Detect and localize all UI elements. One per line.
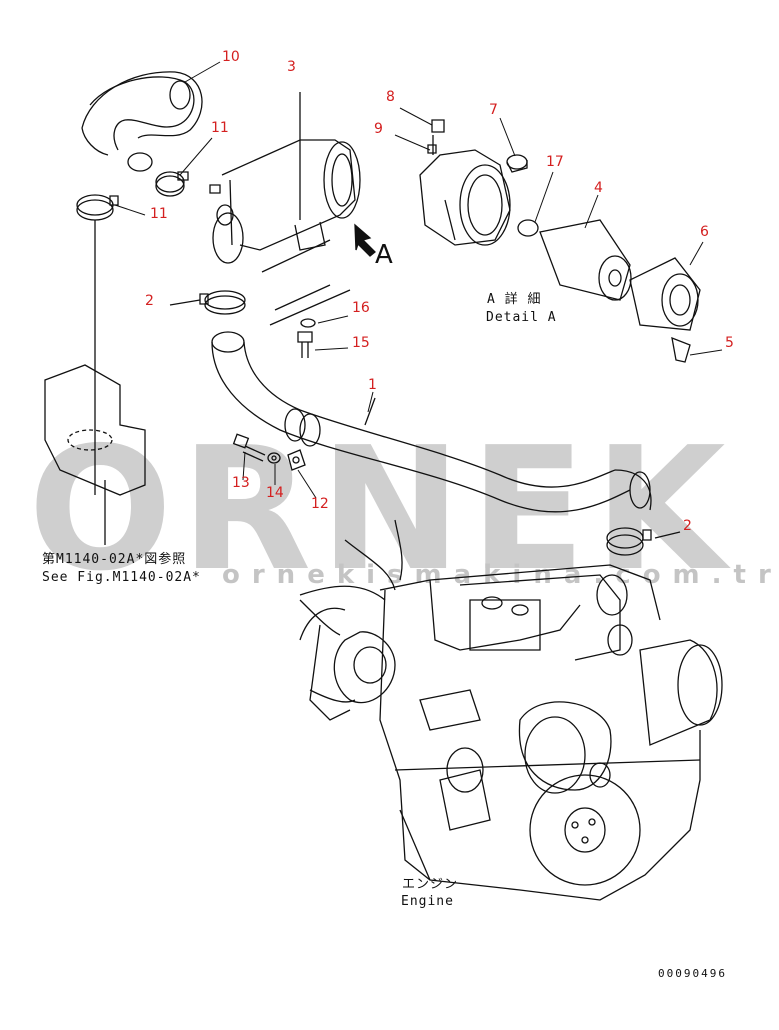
bolt-13: [234, 434, 265, 461]
detail-a-bolt-8-9: [432, 120, 444, 155]
detail-a-valve-5: [672, 338, 690, 362]
reference-bracket: [45, 220, 145, 545]
part-label-11-lower: 11: [150, 206, 168, 222]
air-cleaner-3: [210, 92, 360, 325]
part-label-13: 13: [232, 475, 250, 491]
detail-a-element-4: [540, 220, 631, 300]
bracket-12: [288, 450, 305, 470]
hose-10: [82, 72, 202, 171]
part-label-1: 1: [368, 377, 377, 393]
part-label-16: 16: [352, 300, 370, 316]
engine-body: [300, 565, 722, 900]
part-label-15: 15: [352, 335, 370, 351]
clamp-11-lower: [77, 195, 118, 220]
bolt-15: [298, 332, 312, 358]
detail-a-valve-7: [507, 155, 527, 172]
reference-note-jp: 第M1140-02A*図参照: [42, 552, 187, 567]
view-marker: A: [375, 240, 393, 270]
part-label-10: 10: [222, 49, 240, 65]
engine-label-jp: エンジン: [402, 877, 459, 892]
detail-a-housing: [420, 145, 510, 245]
clamp-11-upper: [156, 172, 188, 196]
view-arrow: [355, 225, 375, 256]
document-number: 00090496: [658, 967, 727, 980]
part-label-17: 17: [546, 154, 564, 170]
part-label-7: 7: [489, 102, 498, 118]
part-label-4: 4: [594, 180, 603, 196]
hose-1: [212, 332, 651, 512]
engine-label-en: Engine: [401, 894, 454, 909]
part-label-6: 6: [700, 224, 709, 240]
part-label-11-upper: 11: [211, 120, 229, 136]
detail-label-en: Detail A: [486, 310, 557, 325]
washer-16: [301, 319, 315, 327]
fan-blade: [300, 520, 402, 702]
part-label-12: 12: [311, 496, 329, 512]
detail-a-element-6: [630, 258, 700, 330]
leader-lines: [115, 62, 722, 498]
part-label-14: 14: [266, 485, 284, 501]
part-label-8: 8: [386, 89, 395, 105]
clamp-2-right: [607, 528, 680, 555]
clamp-2-left: [170, 291, 245, 314]
watermark-main: ORNEK: [28, 411, 734, 609]
reference-note-en: See Fig.M1140-02A*: [42, 570, 201, 585]
washer-14: [268, 453, 280, 463]
part-label-5: 5: [725, 335, 734, 351]
detail-label-jp: A 詳 細: [487, 292, 542, 307]
part-label-2-right: 2: [683, 518, 692, 534]
detail-a-ring-17: [518, 220, 538, 236]
part-label-3: 3: [287, 59, 296, 75]
part-label-9: 9: [374, 121, 383, 137]
part-label-2-left: 2: [145, 293, 154, 309]
